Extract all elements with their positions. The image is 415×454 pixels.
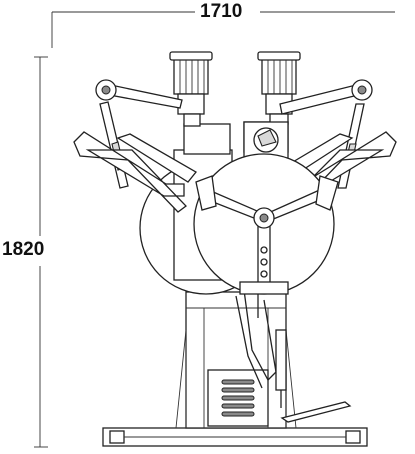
left-motor — [169, 51, 213, 127]
motor-box — [207, 369, 269, 427]
right-upper-arm — [279, 79, 373, 115]
base-platform — [102, 427, 368, 447]
width-dimension-line — [51, 11, 395, 48]
height-dimension-line — [34, 56, 48, 448]
left-press-arm — [73, 131, 197, 213]
height-dimension-label: 1820 — [2, 239, 45, 260]
lower-guide — [239, 281, 289, 318]
loading-arm — [235, 289, 287, 408]
right-motor — [257, 51, 301, 125]
right-cylinder — [337, 103, 365, 189]
width-dimension-label: 1710 — [198, 1, 245, 22]
coil-spokes — [195, 175, 339, 285]
right-drum — [243, 121, 289, 159]
foot-pedal — [280, 401, 352, 423]
left-upper-arm — [95, 79, 183, 109]
